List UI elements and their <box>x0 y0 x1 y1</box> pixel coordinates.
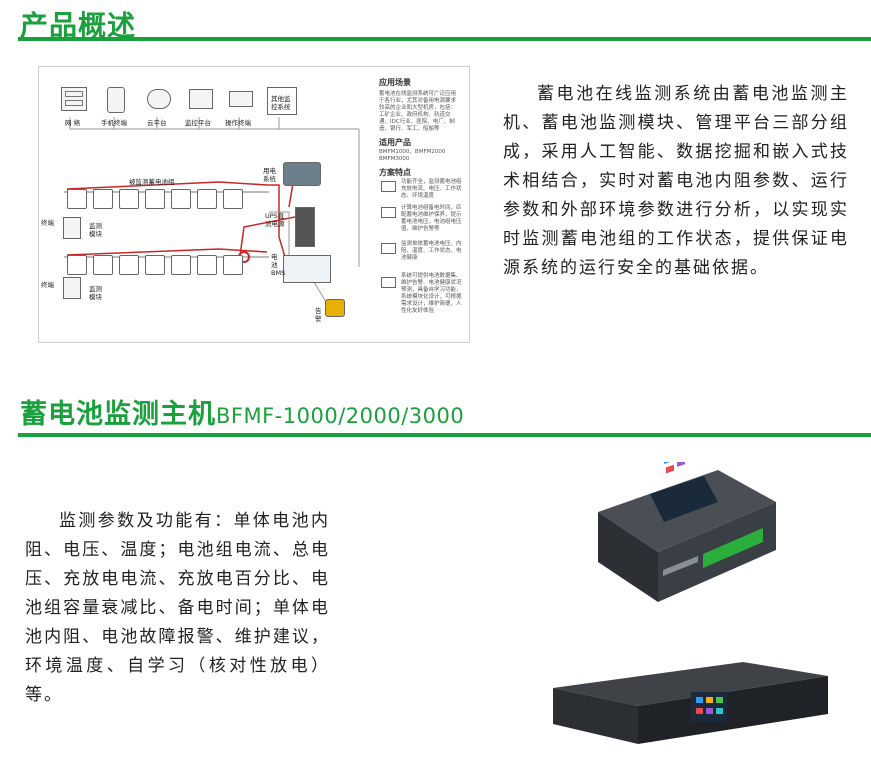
overview-paragraph: 蓄电池在线监测系统由蓄电池监测主机、蓄电池监测模块、管理平台三部分组成，采用人工… <box>503 84 849 278</box>
feature-icon-4 <box>381 277 396 288</box>
battery-string-label: 被监测蓄电池组 <box>129 178 175 186</box>
power-system-label: 用电系统 <box>263 167 276 183</box>
system-diagram: 网 络 手机终端 云平台 监控平台 操作终端 其他监控系统 被监测蓄电池组 终端… <box>38 66 470 343</box>
host-label: 电池BMS <box>271 253 286 277</box>
other-system-icon <box>267 87 297 115</box>
host-model-text: BFMF-1000/2000/3000 <box>216 404 465 428</box>
terminal-label-2: 终端 <box>41 281 54 289</box>
label-network: 网 络 <box>65 119 81 127</box>
alarm-icon <box>325 299 345 317</box>
products-text: BMFM1000、BMFM2000 BMFM3000 <box>379 149 446 162</box>
host-features-paragraph: 监测参数及功能有：单体电池内阻、电压、温度；电池组电流、总电压、充放电电流、充放… <box>25 511 330 705</box>
solution-heading: 方案特点 <box>379 168 411 177</box>
label-other-system: 其他监控系统 <box>271 95 291 111</box>
feature-icon-3 <box>381 243 396 254</box>
ups-label: UPS直流电源 <box>265 212 285 228</box>
section-title-overview: 产品概述 <box>20 9 137 42</box>
products-heading: 适用产品 <box>379 138 411 147</box>
label-monitor-platform: 监控平台 <box>185 119 211 127</box>
ups-icon <box>295 207 315 247</box>
feature-text-3: 监测单体蓄电池电压、内阻、温度、工作状态、电池健康 <box>401 241 462 261</box>
label-phone: 手机终端 <box>101 119 127 127</box>
power-system-icon <box>283 162 321 186</box>
module-label-2: 监测模块 <box>89 285 102 301</box>
label-cloud: 云平台 <box>147 119 167 127</box>
cloud-icon <box>147 89 171 109</box>
title-underline <box>18 37 871 41</box>
alarm-label: 告警 <box>315 307 322 323</box>
title-underline-2 <box>18 433 871 437</box>
module-box-2 <box>63 277 81 299</box>
phone-icon <box>107 87 125 113</box>
monitor-platform-icon <box>189 89 213 109</box>
module-box-1 <box>63 217 81 239</box>
feature-text-1: 功能齐全，监测蓄电池组充放电流、电压、工作状态、环境温度 <box>401 179 462 199</box>
host-icon <box>283 255 331 283</box>
feature-icon-1 <box>381 181 396 192</box>
label-operate-terminal: 操作终端 <box>225 119 251 127</box>
feature-text-4: 系统可提供电池数据集、维护告警、电池健康状况预测，具备自学习功能，系统模块化设计… <box>401 273 462 314</box>
host-title-text: 蓄电池监测主机 <box>20 399 216 430</box>
network-icon <box>61 87 87 111</box>
laptop-icon <box>229 91 253 107</box>
feature-text-2: 计算电池组备电时间，匹配蓄电池维护保养，提示蓄电池电压，电池组电压值、维护告警等 <box>401 205 462 232</box>
app-scenarios-heading: 应用场景 <box>379 78 411 87</box>
app-scenarios-text: 蓄电池在线监测系统可广泛应用于各行业，尤其对备用电源要求较高的企业和大型机房，包… <box>379 91 457 132</box>
module-label-1: 监测模块 <box>89 222 102 238</box>
monitor-host-rack-image <box>553 662 828 744</box>
feature-icon-2 <box>381 207 396 218</box>
monitor-host-desktop-image <box>598 462 776 602</box>
terminal-label-1: 终端 <box>41 219 54 227</box>
section-title-host: 蓄电池监测主机BFMF-1000/2000/3000 <box>20 392 464 431</box>
